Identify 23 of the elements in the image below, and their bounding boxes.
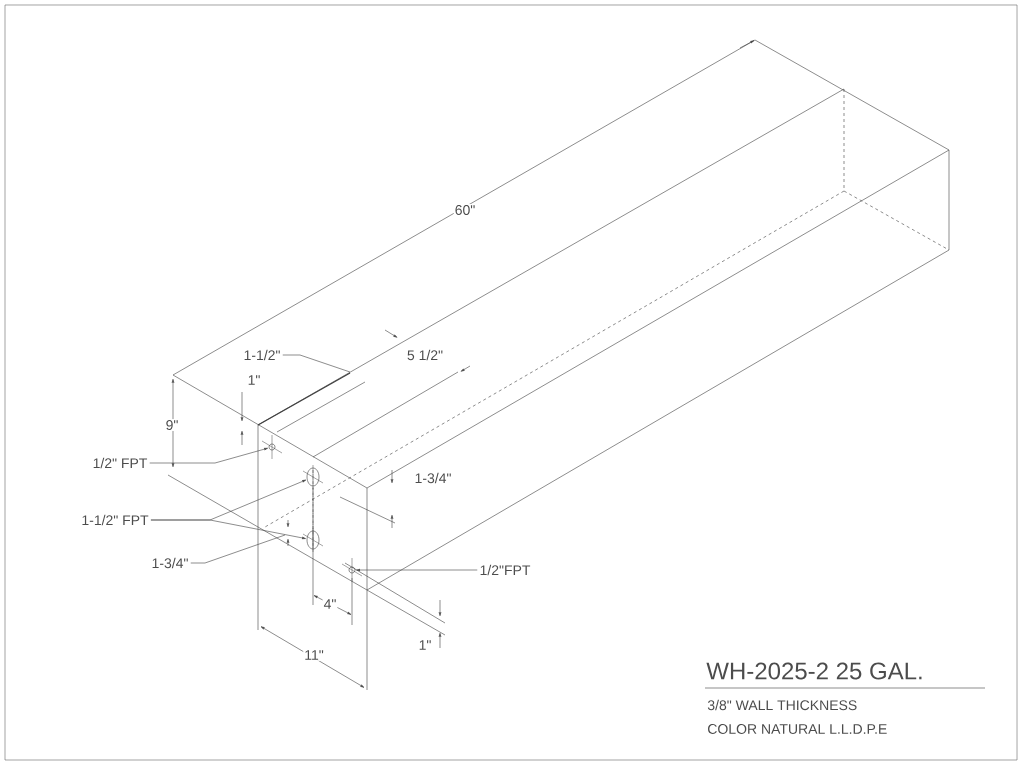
- dimension-label: 1-3/4": [413, 471, 453, 485]
- dimension-label: 5 1/2": [405, 348, 445, 362]
- dimension-label: 9": [164, 419, 180, 431]
- dimension-label: 1": [246, 374, 262, 386]
- model-title: WH-2025-2 25 GAL.: [706, 662, 922, 680]
- spec-note: 3/8" WALL THICKNESS: [707, 699, 857, 711]
- fitting: [268, 443, 276, 451]
- leader-label: 1-1/2": [244, 349, 280, 361]
- dimension-label: 11": [303, 649, 325, 661]
- leader-line: [190, 534, 286, 564]
- leader-label: 1/2" FPT: [93, 457, 148, 469]
- dimension-label: 60": [453, 204, 477, 216]
- leader-line: [150, 519, 306, 540]
- spec-note: COLOR NATURAL L.L.D.P.E: [708, 724, 887, 734]
- dimension-label: 1": [417, 639, 433, 651]
- leader-label: 1-1/2" FPT: [82, 514, 149, 526]
- leader-line: [149, 447, 268, 464]
- leader-label: 1/2"FPT: [480, 564, 531, 576]
- leader-line: [282, 354, 351, 373]
- dimension-label: 4": [322, 598, 338, 610]
- leader-line: [356, 568, 478, 572]
- leader-label: 1-3/4": [152, 557, 188, 569]
- fitting: [348, 566, 356, 574]
